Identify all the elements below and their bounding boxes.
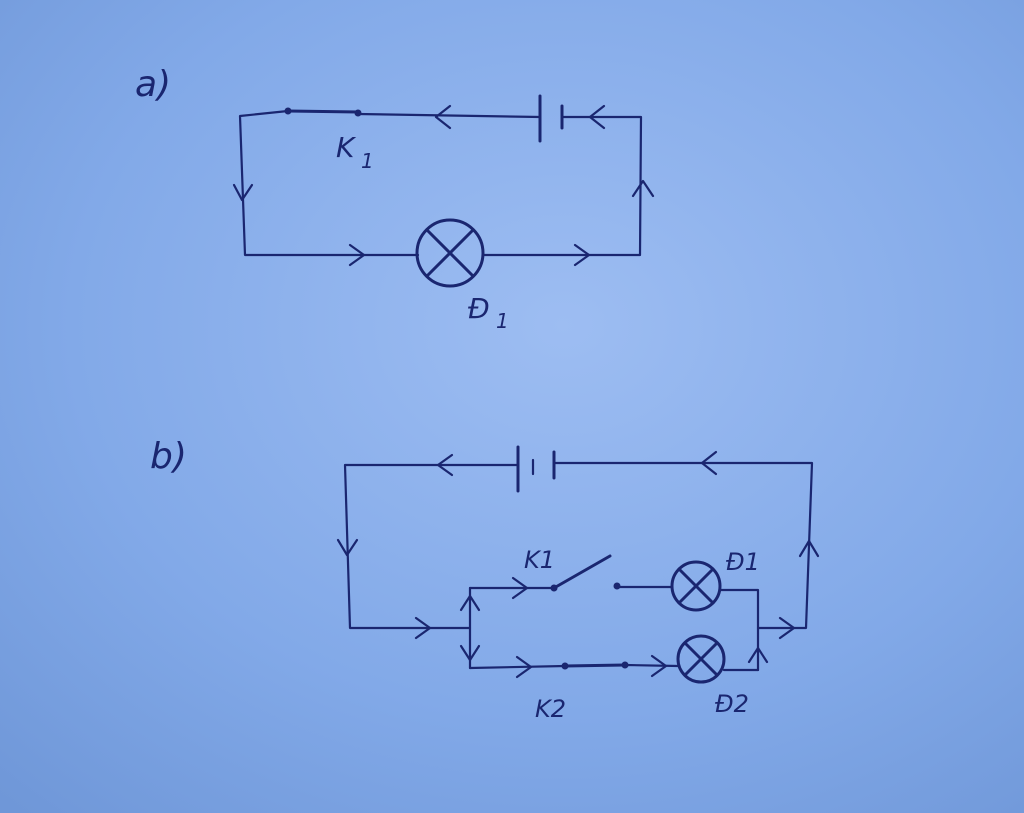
- wire-b-junction-right: [718, 588, 760, 672]
- arrow-left-icon: [434, 104, 452, 130]
- arrow-right-icon: [650, 654, 668, 678]
- wire-a-top: [356, 112, 542, 119]
- switch-k1-a-terminal-left: [284, 107, 292, 115]
- switch-k1-a-terminal-right: [354, 109, 362, 117]
- arrow-right-icon: [348, 243, 366, 267]
- arrow-down-icon: [459, 644, 481, 662]
- arrow-right-icon: [778, 616, 796, 640]
- wire-b-branch2-in: [468, 664, 567, 670]
- arrow-right-icon: [511, 576, 529, 600]
- arrow-left-icon: [700, 450, 718, 476]
- arrow-left-icon: [588, 104, 606, 130]
- arrow-up-icon: [459, 594, 481, 612]
- lamp-d2-b: [676, 634, 726, 684]
- wire-b-right: [552, 461, 814, 630]
- wire-b-left: [343, 463, 520, 630]
- diagram-a-label: a): [135, 64, 171, 105]
- lamp-d1-b: [670, 560, 722, 612]
- arrow-down-icon: [232, 183, 254, 202]
- switch-k1-a-subscript: 1: [361, 149, 374, 173]
- arrow-up-icon: [798, 539, 820, 558]
- lamp-d1-a-label: Đ: [468, 292, 490, 325]
- arrow-right-icon: [515, 655, 533, 679]
- lamp-d2-b-label: Đ2: [715, 690, 749, 718]
- arrow-up-icon: [747, 646, 769, 664]
- arrow-left-icon: [436, 453, 454, 477]
- diagram-b-label: b): [150, 436, 187, 477]
- switch-k2-b-terminal-left: [561, 662, 569, 670]
- lamp-d1-a: [415, 218, 485, 288]
- arrow-down-icon: [336, 538, 359, 557]
- arrow-right-icon: [573, 243, 591, 267]
- switch-k1-a-label: K: [336, 131, 357, 164]
- circuit-b: b) K1 Đ1: [150, 436, 820, 723]
- arrow-up-icon: [631, 179, 655, 198]
- lamp-d1-b-label: Đ1: [726, 548, 760, 576]
- wire-b-branch2-mid: [623, 663, 680, 668]
- switch-k1-a: [286, 109, 360, 114]
- switch-k1-b-terminal-left: [550, 584, 558, 592]
- lamp-d1-a-subscript: 1: [496, 309, 509, 333]
- switch-k2-b: [563, 663, 627, 668]
- switch-k1-b-lever: [552, 554, 612, 590]
- arrow-right-icon: [414, 616, 432, 640]
- wire-a-left: [238, 109, 420, 257]
- circuit-a: a) K 1 Đ 1: [135, 64, 655, 333]
- switch-k2-b-label: K2: [535, 695, 566, 723]
- switch-k1-b-label: K1: [524, 546, 555, 574]
